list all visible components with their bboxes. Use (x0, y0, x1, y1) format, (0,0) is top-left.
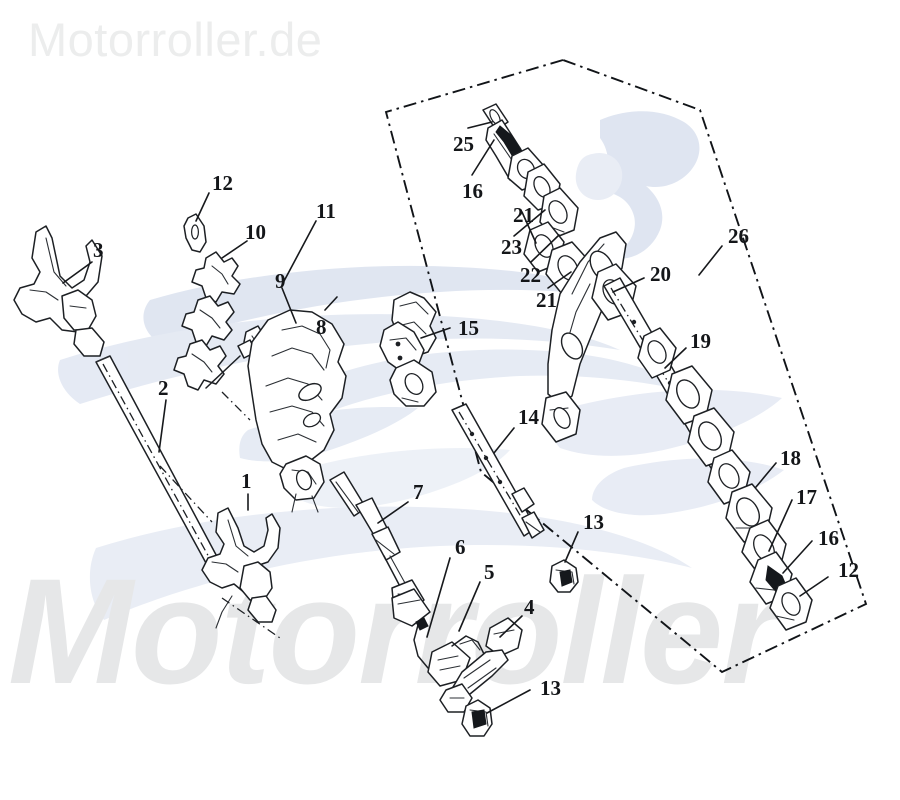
callout-11: 11 (316, 199, 336, 223)
part-12-washer-left (183, 213, 207, 253)
leader-line-20 (612, 277, 645, 293)
callout-10: 10 (245, 220, 266, 244)
leader-line-5 (458, 581, 481, 632)
callout-18: 18 (780, 446, 801, 470)
leader-line-14 (493, 427, 515, 454)
axis-line-detent (221, 391, 251, 421)
leader-line-12 (195, 192, 210, 222)
leader-line-11 (282, 220, 317, 284)
part-3-shift-arm (13, 225, 105, 357)
leader-line-7 (377, 501, 409, 524)
callout-23: 23 (501, 235, 522, 259)
part-14-rod (451, 403, 545, 539)
callout-2: 2 (158, 376, 169, 400)
leader-line-16 (782, 540, 813, 574)
leader-line-16 (471, 139, 495, 176)
callout-leaders (62, 121, 829, 714)
part-16-lever-upper (485, 119, 545, 191)
part-joint-small (637, 327, 677, 379)
callout-21: 21 (513, 203, 534, 227)
leader-line-9 (281, 287, 297, 324)
callout-26: 26 (728, 224, 749, 248)
callout-25: 25 (453, 132, 474, 156)
leader-line-4 (499, 615, 523, 638)
leader-line-19 (664, 347, 687, 369)
leader-line-18 (755, 462, 777, 488)
callout-8: 8 (316, 315, 327, 339)
callout-5: 5 (484, 560, 495, 584)
callout-12: 12 (212, 171, 233, 195)
leader-line-21 (547, 271, 572, 289)
part-13-nut-upper (549, 559, 579, 593)
callout-15: 15 (458, 316, 479, 340)
part-12-washer-right (769, 577, 813, 631)
callout-16: 16 (818, 526, 839, 550)
callout-1: 1 (241, 469, 252, 493)
part-10-detent-plate (173, 251, 241, 391)
callout-14: 14 (518, 405, 539, 429)
callout-20: 20 (650, 262, 671, 286)
leader-line-12 (799, 576, 829, 597)
callout-4: 4 (524, 595, 535, 619)
leader-line-23 (513, 209, 546, 237)
axis-line-left (159, 465, 213, 523)
watermark-top: Motorroller.de (28, 13, 323, 66)
leader-line-2 (158, 399, 167, 453)
leader-line-15 (420, 327, 451, 339)
part-13-nut-lower (461, 699, 493, 737)
leader-line-21 (521, 211, 537, 244)
part-4-shift-lever (439, 617, 523, 713)
axis-line-left-lower (221, 597, 281, 639)
assembly-group-box (384, 59, 868, 674)
callout-6: 6 (455, 535, 466, 559)
leader-line-13 (564, 531, 579, 563)
part-15-bracket (379, 291, 437, 407)
callout-16: 16 (462, 179, 483, 203)
callout-19: 19 (690, 329, 711, 353)
leader-line-13 (486, 689, 531, 714)
leader-line-17 (768, 499, 793, 552)
part-1-shift-fork (201, 507, 281, 629)
callout-13: 13 (540, 676, 561, 700)
callout-3: 3 (93, 238, 104, 262)
leader-line-3 (62, 261, 93, 284)
leader-line-22 (530, 234, 560, 263)
callout-17: 17 (796, 485, 817, 509)
callout-12: 12 (838, 558, 859, 582)
leader-line-10 (221, 240, 248, 259)
leader-line-25 (467, 121, 493, 129)
part-18-joint (665, 365, 751, 505)
leader-line-26 (698, 245, 723, 276)
leader-line-6 (426, 557, 451, 638)
part-8-11-shift-drum-housing (247, 309, 347, 513)
callout-13: 13 (583, 510, 604, 534)
callout-9: 9 (275, 269, 286, 293)
callout-21: 21 (536, 288, 557, 312)
callout-22: 22 (520, 263, 541, 287)
callout-7: 7 (413, 480, 424, 504)
leader-line-8 (324, 296, 338, 311)
